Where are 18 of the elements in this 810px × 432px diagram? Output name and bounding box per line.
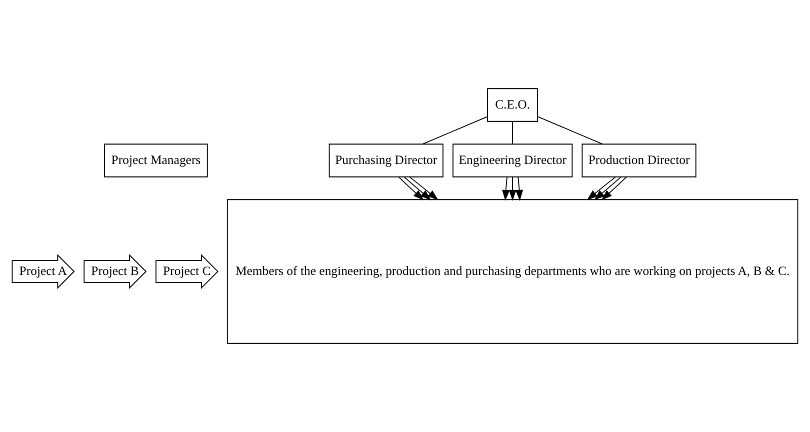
node-box: Members of the engineering, production and purchasing departments who are working on projects A, B & C.	[226, 199, 798, 344]
node-box: C.E.O.	[487, 88, 538, 122]
connector	[537, 116, 603, 145]
arrow	[404, 176, 432, 200]
connector	[422, 116, 488, 145]
node-box: Engineering Director	[452, 144, 573, 178]
arrow	[398, 176, 424, 200]
node-box: Project Managers	[104, 144, 208, 178]
node-box: Production Director	[582, 144, 696, 178]
arrow	[601, 176, 627, 200]
arrow	[594, 176, 622, 200]
arrow	[586, 176, 616, 200]
connector	[512, 121, 514, 144]
arrow	[515, 176, 524, 201]
arrow	[502, 176, 510, 201]
arrow	[508, 176, 516, 201]
arrow	[409, 176, 438, 200]
node-box: Purchasing Director	[328, 144, 444, 178]
